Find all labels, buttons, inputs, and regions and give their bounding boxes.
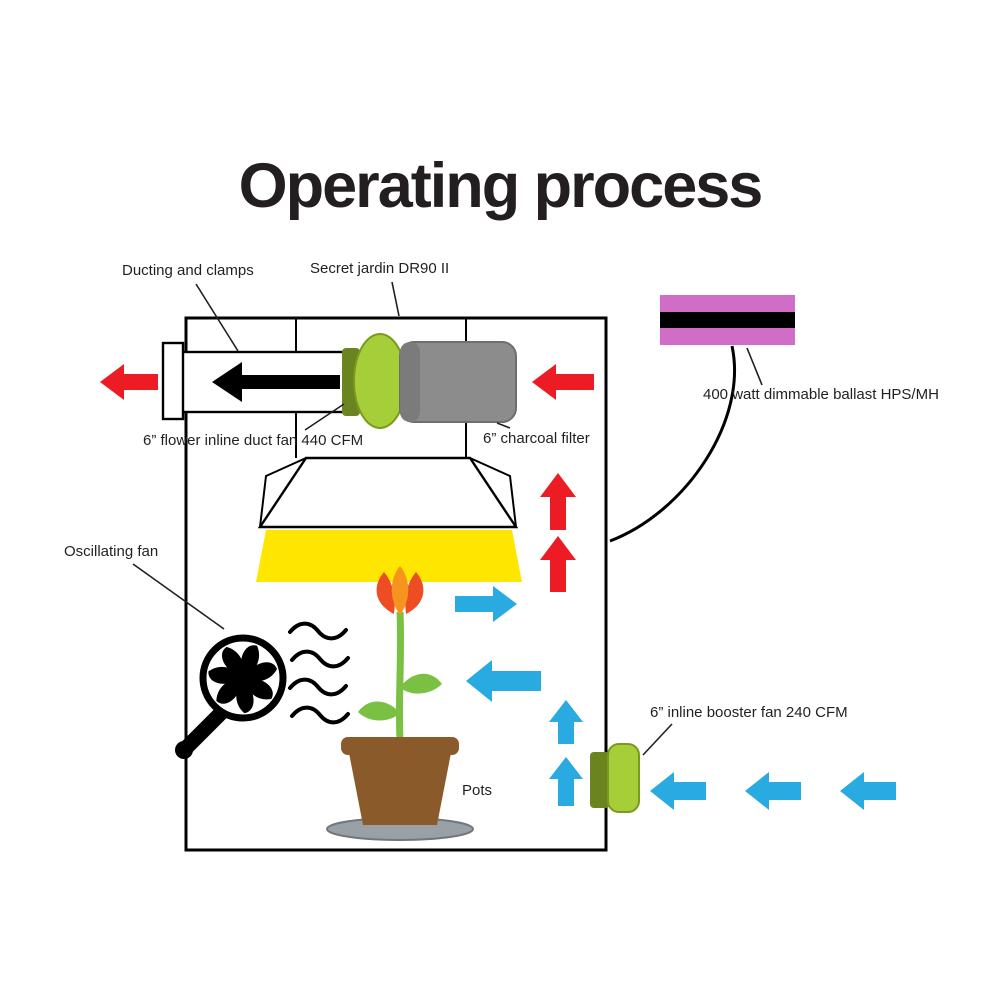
charcoal-filter — [399, 341, 517, 423]
exhaust-direction-arrow — [212, 362, 340, 402]
oscillating-fan — [175, 634, 287, 759]
grow-light-hood — [257, 456, 519, 529]
plant-pot — [341, 737, 459, 825]
airflow-up-arrows — [549, 700, 583, 806]
red-airflow-arrow-right — [532, 364, 594, 400]
booster-fan-pointer-line — [642, 723, 673, 756]
ballast — [660, 295, 795, 345]
plant — [358, 566, 442, 741]
label-tent-model: Secret jardin DR90 II — [310, 260, 450, 277]
inline-duct-fan — [342, 333, 407, 429]
label-ducting-and-clamps: Ducting and clamps — [122, 262, 254, 279]
label-booster-fan: 6” inline booster fan 240 CFM — [650, 704, 848, 721]
charcoal-filter-pointer-line — [496, 422, 511, 429]
duct-flange — [161, 341, 185, 421]
label-charcoal-filter: 6” charcoal filter — [483, 430, 590, 447]
oscillating-fan-pointer-line — [132, 563, 225, 630]
label-ballast: 400 watt dimmable ballast HPS/MH — [703, 386, 939, 403]
airflow-arrow-right — [455, 586, 517, 622]
tent-pointer-line — [391, 281, 400, 317]
label-duct-fan: 6” flower inline duct fan 440 CFM — [143, 432, 364, 449]
page-title: Operating process — [238, 151, 764, 221]
ballast-wire — [609, 345, 737, 543]
duct-fan-pointer-line — [304, 403, 345, 431]
light-beam — [256, 530, 522, 582]
pointer-lines — [132, 281, 763, 756]
hot-air-up-arrows — [540, 473, 576, 592]
exhaust-arrow-outside — [100, 364, 158, 400]
wind-wave-lines — [288, 621, 350, 725]
airflow-arrow-left — [466, 660, 541, 702]
inline-booster-fan — [590, 743, 640, 813]
hood-hanger-lines — [295, 319, 467, 458]
label-pots: Pots — [462, 782, 493, 799]
ducting-pointer-line — [195, 283, 239, 352]
label-oscillating-fan: Oscillating fan — [64, 543, 159, 560]
intake-arrows-outside — [650, 772, 896, 810]
ballast-pointer-line — [746, 347, 763, 386]
